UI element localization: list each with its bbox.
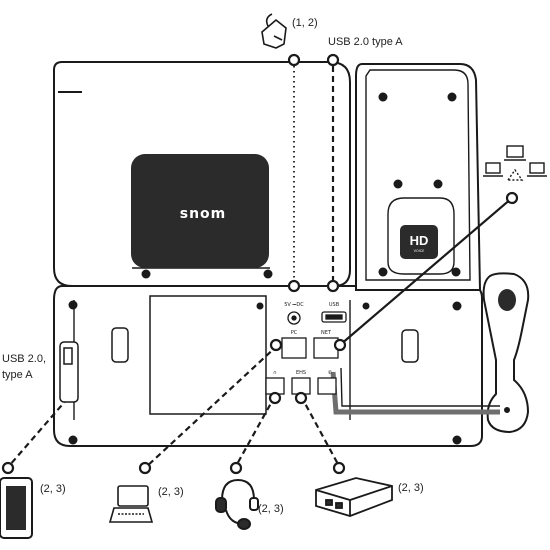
power-adapter-icon	[261, 13, 287, 49]
brand-logo: snom	[180, 206, 227, 222]
pc-icon	[108, 485, 154, 523]
connection-lines	[8, 66, 513, 469]
network-line	[339, 197, 513, 346]
expansion-module-icon	[0, 477, 33, 539]
pc-port-label: PC	[291, 330, 298, 336]
port-panel	[265, 311, 347, 395]
ehs-notes-label: (2, 3)	[398, 482, 424, 494]
connection-endpoints	[1, 53, 519, 475]
usb-top-label: USB 2.0 type A	[328, 36, 403, 48]
headset-icon	[215, 478, 259, 530]
usb-left-line1: USB 2.0,	[2, 353, 46, 365]
hd-badge: HD VOICE	[400, 225, 438, 259]
net-port-label: NET	[321, 330, 332, 336]
ehs-adapter-icon	[315, 477, 393, 517]
power-notes-label: (1, 2)	[292, 17, 318, 29]
stand-panel: snom	[131, 154, 269, 268]
power-port-label: 5V ⎓DC	[284, 302, 304, 308]
ehs-port-label: EHS	[296, 370, 306, 376]
usb-left-line2: type A	[2, 369, 33, 381]
headset-line	[235, 395, 276, 467]
expansion-line	[8, 397, 69, 467]
pc-line	[144, 344, 279, 469]
usb-left-label: USB 2.0, type A	[2, 353, 49, 381]
ehs-line	[300, 395, 340, 467]
vent-slots	[111, 327, 419, 363]
headset-port-label: ∩	[273, 370, 277, 376]
pc-notes-label: (2, 3)	[158, 486, 184, 498]
hd-badge-label: HD	[410, 233, 429, 248]
hd-badge-sub: VOICE	[414, 249, 425, 253]
handset-cord-edge	[340, 367, 500, 407]
usb-port-label: USB	[329, 302, 340, 308]
headset-notes-label: (2, 3)	[258, 503, 284, 515]
network-icon	[483, 145, 547, 181]
handset-port-label: ✆	[328, 370, 332, 376]
side-usb-connector	[59, 341, 79, 403]
expansion-notes-label: (2, 3)	[40, 483, 66, 495]
handset	[482, 272, 530, 434]
screws	[68, 92, 462, 445]
label-area	[149, 295, 267, 415]
